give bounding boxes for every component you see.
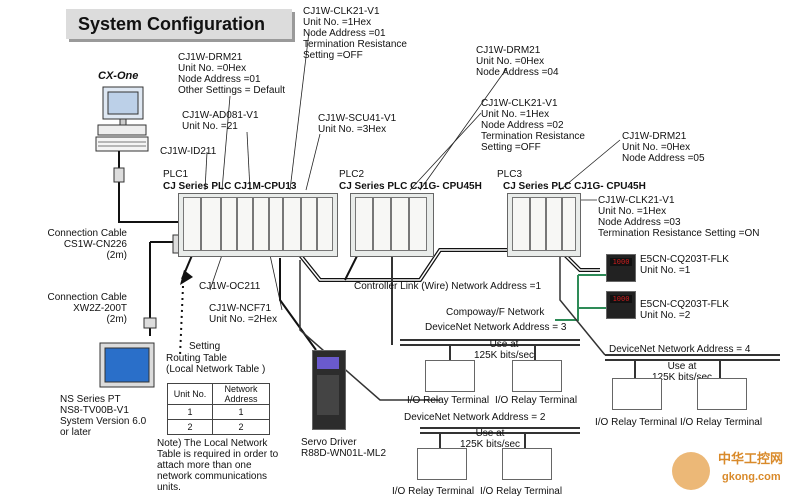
plc1-cpu-module	[283, 197, 301, 251]
servo-driver-icon	[312, 350, 346, 430]
plc1-scu-module	[317, 197, 333, 251]
watermark-url: gkong.com	[722, 471, 781, 483]
plc3-series: CJ Series PLC CJ1G- CPU45H	[503, 181, 646, 192]
routing-header-network: Network Address	[212, 383, 270, 405]
controller-2: 1000	[606, 291, 636, 319]
plc3-cpu-module	[530, 197, 546, 251]
plc1-ncf-module	[269, 197, 283, 251]
plc1-clk-module	[301, 197, 317, 251]
io-relay-label: I/O Relay Terminal	[480, 486, 563, 497]
watermark-logo-icon	[672, 452, 710, 490]
io-relay-terminal	[425, 360, 475, 392]
table-cell: 1	[167, 404, 213, 420]
plc1-oc211-label: CJ1W-OC211	[199, 281, 261, 292]
page-title: System Configuration	[78, 14, 266, 34]
controller-1-display: 1000	[610, 258, 632, 266]
io-relay-terminal	[512, 360, 562, 392]
plc2-cpu-module	[373, 197, 391, 251]
devicenet3-label: DeviceNet Network Address = 3	[425, 322, 567, 333]
plc2-name: PLC2	[339, 169, 365, 180]
plc1-id211-label: CJ1W-ID211	[160, 146, 217, 157]
watermark-text: 中华工控网	[718, 451, 784, 466]
plc3-clk-module	[562, 197, 576, 251]
controller-2-display: 1000	[610, 295, 632, 303]
plc2-series: CJ Series PLC CJ1G- CPU45H	[339, 181, 482, 192]
pc-icon	[95, 86, 149, 152]
plc1-name: PLC1	[163, 169, 189, 180]
pt-icon	[99, 342, 155, 388]
compoway-label: Compoway/F Network	[446, 307, 545, 318]
table-row: 2 2	[167, 419, 270, 435]
plc3-drm-module	[546, 197, 562, 251]
plc3-name: PLC3	[497, 169, 523, 180]
plc1-oc211-module	[253, 197, 269, 251]
plc2-drm-module	[391, 197, 409, 251]
plc1-id211-module	[201, 197, 221, 251]
routing-table: Unit No. Network Address 1 1 2 2	[167, 383, 270, 435]
plc1-power-module	[183, 197, 201, 251]
io-relay-terminal	[417, 448, 467, 480]
setting-label: Setting	[189, 341, 221, 352]
io-relay-label: I/O Relay Terminal	[407, 395, 490, 406]
routing-table-title: Routing Table(Local Network Table )	[166, 353, 266, 375]
table-cell: 2	[167, 419, 213, 435]
plc2-clk-module	[409, 197, 427, 251]
plc3-power-module	[512, 197, 530, 251]
table-cell: 2	[212, 419, 270, 435]
pc-label: CX-One	[98, 70, 139, 82]
routing-header-unit: Unit No.	[167, 383, 213, 405]
io-relay-terminal	[502, 448, 552, 480]
devicenet4-label: DeviceNet Network Address = 4	[609, 344, 751, 355]
io-relay-terminal	[612, 378, 662, 410]
plc1-drm-module	[221, 197, 237, 251]
controller-link-label: Controller Link (Wire) Network Address =…	[354, 281, 542, 292]
controller-1: 1000	[606, 254, 636, 282]
devicenet2-label: DeviceNet Network Address = 2	[404, 412, 546, 423]
table-row: 1 1	[167, 404, 270, 420]
title-box	[66, 9, 292, 39]
plc1-ad081-module	[237, 197, 253, 251]
io-relay-label: I/O Relay Terminal	[392, 486, 475, 497]
io-relay-label: I/O Relay Terminal	[680, 417, 763, 428]
plc1-series: CJ Series PLC CJ1M-CPU13	[163, 181, 297, 192]
table-cell: 1	[212, 404, 270, 420]
io-relay-label: I/O Relay Terminal	[495, 395, 578, 406]
io-relay-terminal	[697, 378, 747, 410]
io-relay-label: I/O Relay Terminal	[595, 417, 678, 428]
plc2-power-module	[355, 197, 373, 251]
